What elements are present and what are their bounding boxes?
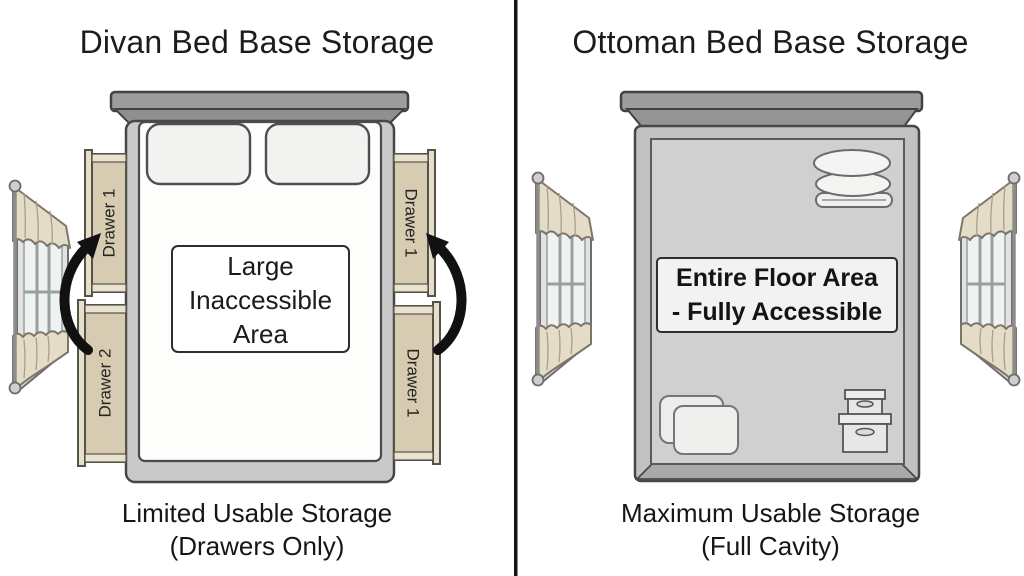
curtain-top — [12, 185, 71, 249]
divan-caption-line2: (Drawers Only) — [169, 531, 345, 561]
curtain-bottom — [12, 330, 69, 392]
window-icon — [957, 170, 1022, 388]
ottoman-frame-foot — [634, 462, 920, 480]
ottoman-caption: Maximum Usable Storage (Full Cavity) — [517, 497, 1024, 563]
window-icon — [530, 170, 595, 388]
drawer-arc-arrow-icon — [59, 233, 101, 355]
drawer-top-right: Drawer 1 — [393, 149, 436, 297]
drawer-arc-arrow-icon — [426, 233, 467, 355]
drawer-label: Drawer 1 — [100, 189, 119, 258]
storage-boxes-icon — [838, 389, 892, 453]
drawer-label: Drawer 1 — [404, 349, 423, 418]
ottoman-caption-line1: Maximum Usable Storage — [620, 498, 921, 528]
ottoman-center-label-line2: - Fully Accessible — [671, 298, 883, 326]
ottoman-caption-line2: (Full Cavity) — [701, 531, 840, 561]
page-title-ottoman: Ottoman Bed Base Storage — [572, 24, 969, 60]
divan-caption: Limited Usable Storage (Drawers Only) — [0, 497, 514, 563]
drawer-label: Drawer 1 — [402, 189, 421, 258]
divan-center-label-line2: Inaccessible — [188, 285, 333, 315]
stored-pillows-icon — [659, 395, 739, 455]
divan-center-label-line1: Large — [227, 251, 294, 281]
linen-stack-icon — [813, 149, 893, 208]
divan-center-label-line3: Area — [233, 319, 288, 349]
ottoman-center-label-line1: Entire Floor Area — [676, 264, 878, 292]
pillow-icon — [145, 122, 252, 186]
page-title-divan: Divan Bed Base Storage — [79, 24, 435, 60]
divan-headboard — [109, 90, 410, 124]
window-icon — [8, 179, 71, 395]
divan-caption-line1: Limited Usable Storage — [121, 498, 393, 528]
divan-center-label: Large Inaccessible Area — [171, 245, 350, 353]
drawer-bottom-left: Drawer 2 — [77, 299, 127, 467]
drawer-bottom-right: Drawer 1 — [393, 301, 441, 465]
drawer-top-left: Drawer 1 — [84, 149, 127, 297]
drawer-label: Drawer 2 — [96, 349, 115, 418]
ottoman-center-label: Entire Floor Area - Fully Accessible — [656, 257, 898, 333]
panel-divider — [514, 0, 518, 576]
pillow-icon — [264, 122, 371, 186]
